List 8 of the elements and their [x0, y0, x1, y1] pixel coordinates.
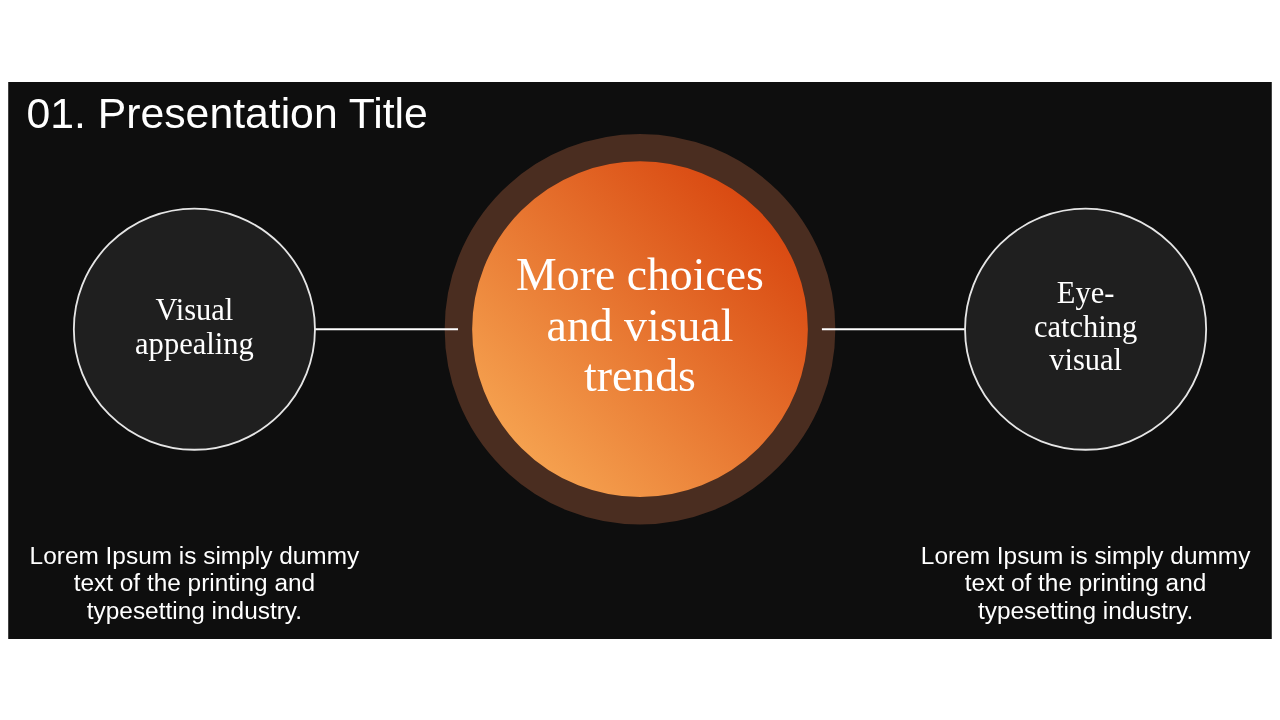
node-circle: Visual appealing — [72, 207, 316, 451]
node-label: Lorem Ipsum is simply dummy text of the printing and typesetting industry. — [29, 541, 360, 624]
connector — [315, 327, 459, 330]
node-circle: More choices and visual trends — [444, 133, 836, 525]
node-label: Lorem Ipsum is simply dummy text of the printing and typesetting industry. — [920, 541, 1251, 624]
connector — [821, 327, 965, 330]
diagram-title: 01. Presentation Title — [26, 88, 428, 137]
node-circle: Eye-catching visual — [964, 207, 1208, 451]
